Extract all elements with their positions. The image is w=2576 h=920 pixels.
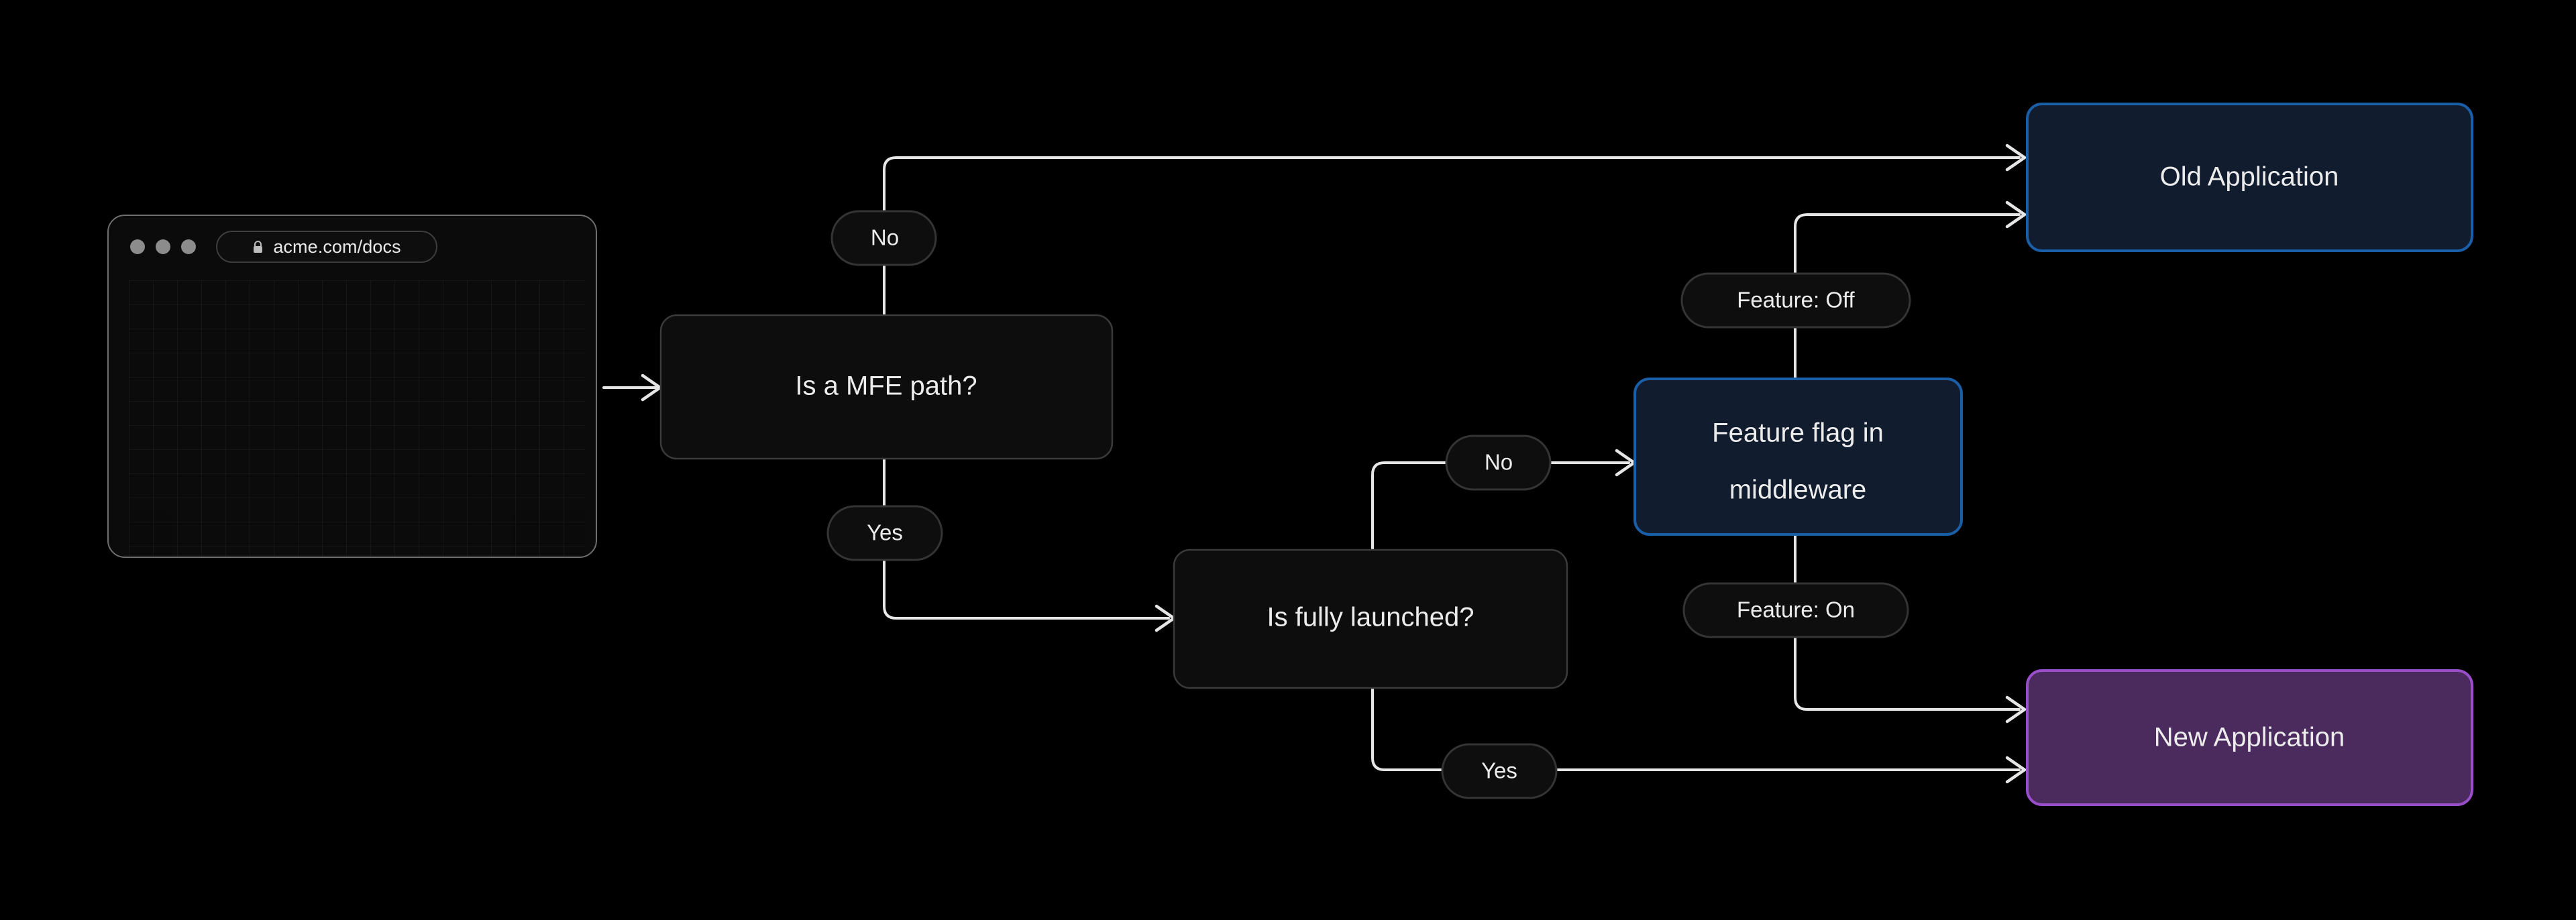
edge-label-mfe-no: No <box>830 210 937 266</box>
edge-label-text-mfe-yes: Yes <box>867 520 903 545</box>
traffic-lights <box>130 239 196 254</box>
node-label-old-application: Old Application <box>2160 162 2339 192</box>
edge-label-text-launched-no: No <box>1485 450 1513 475</box>
minimize-dot-icon[interactable] <box>156 239 170 254</box>
node-is-a-mfe-path[interactable]: Is a MFE path? <box>659 314 1114 460</box>
node-new-application[interactable]: New Application <box>2026 669 2473 806</box>
edge-launched-yes-to-new-application <box>1371 687 2027 784</box>
lock-icon <box>252 240 264 253</box>
close-dot-icon[interactable] <box>130 239 145 254</box>
node-old-application[interactable]: Old Application <box>2026 103 2473 252</box>
edge-feature-off-to-old-application <box>1794 200 2027 380</box>
url-bar[interactable]: acme.com/docs <box>216 231 437 263</box>
browser-chrome: acme.com/docs <box>109 216 596 278</box>
node-label-new-application: New Application <box>2154 723 2345 752</box>
node-is-fully-launched[interactable]: Is fully launched? <box>1173 549 1568 689</box>
edge-label-feature-off: Feature: Off <box>1680 272 1911 329</box>
node-label-launched: Is fully launched? <box>1267 603 1474 632</box>
edge-label-text-feature-off: Feature: Off <box>1737 288 1855 312</box>
browser-window-mock[interactable]: acme.com/docs <box>107 215 597 558</box>
edge-feature-on-to-new-application <box>1794 533 2027 724</box>
node-label-feature-flag-line1: Feature flag in <box>1712 418 1884 448</box>
maximize-dot-icon[interactable] <box>181 239 196 254</box>
edge-label-text-mfe-no: No <box>871 225 899 250</box>
edge-label-text-feature-on: Feature: On <box>1737 597 1855 622</box>
node-feature-flag-in-middleware[interactable]: Feature flag in middleware <box>1633 378 1963 536</box>
url-text: acme.com/docs <box>273 236 401 257</box>
edge-label-mfe-yes: Yes <box>826 505 943 561</box>
node-label-mfe: Is a MFE path? <box>795 371 977 401</box>
edge-label-launched-no: No <box>1445 435 1552 491</box>
node-label-feature-flag-line2: middleware <box>1729 475 1867 505</box>
page-grid-placeholder <box>129 280 585 557</box>
edge-mfe-no-to-old-application <box>883 143 2027 317</box>
edge-label-feature-on: Feature: On <box>1682 582 1909 638</box>
edge-label-launched-yes: Yes <box>1441 743 1558 799</box>
edge-label-text-launched-yes: Yes <box>1481 758 1517 783</box>
edge-browser-to-mfe <box>602 373 662 402</box>
